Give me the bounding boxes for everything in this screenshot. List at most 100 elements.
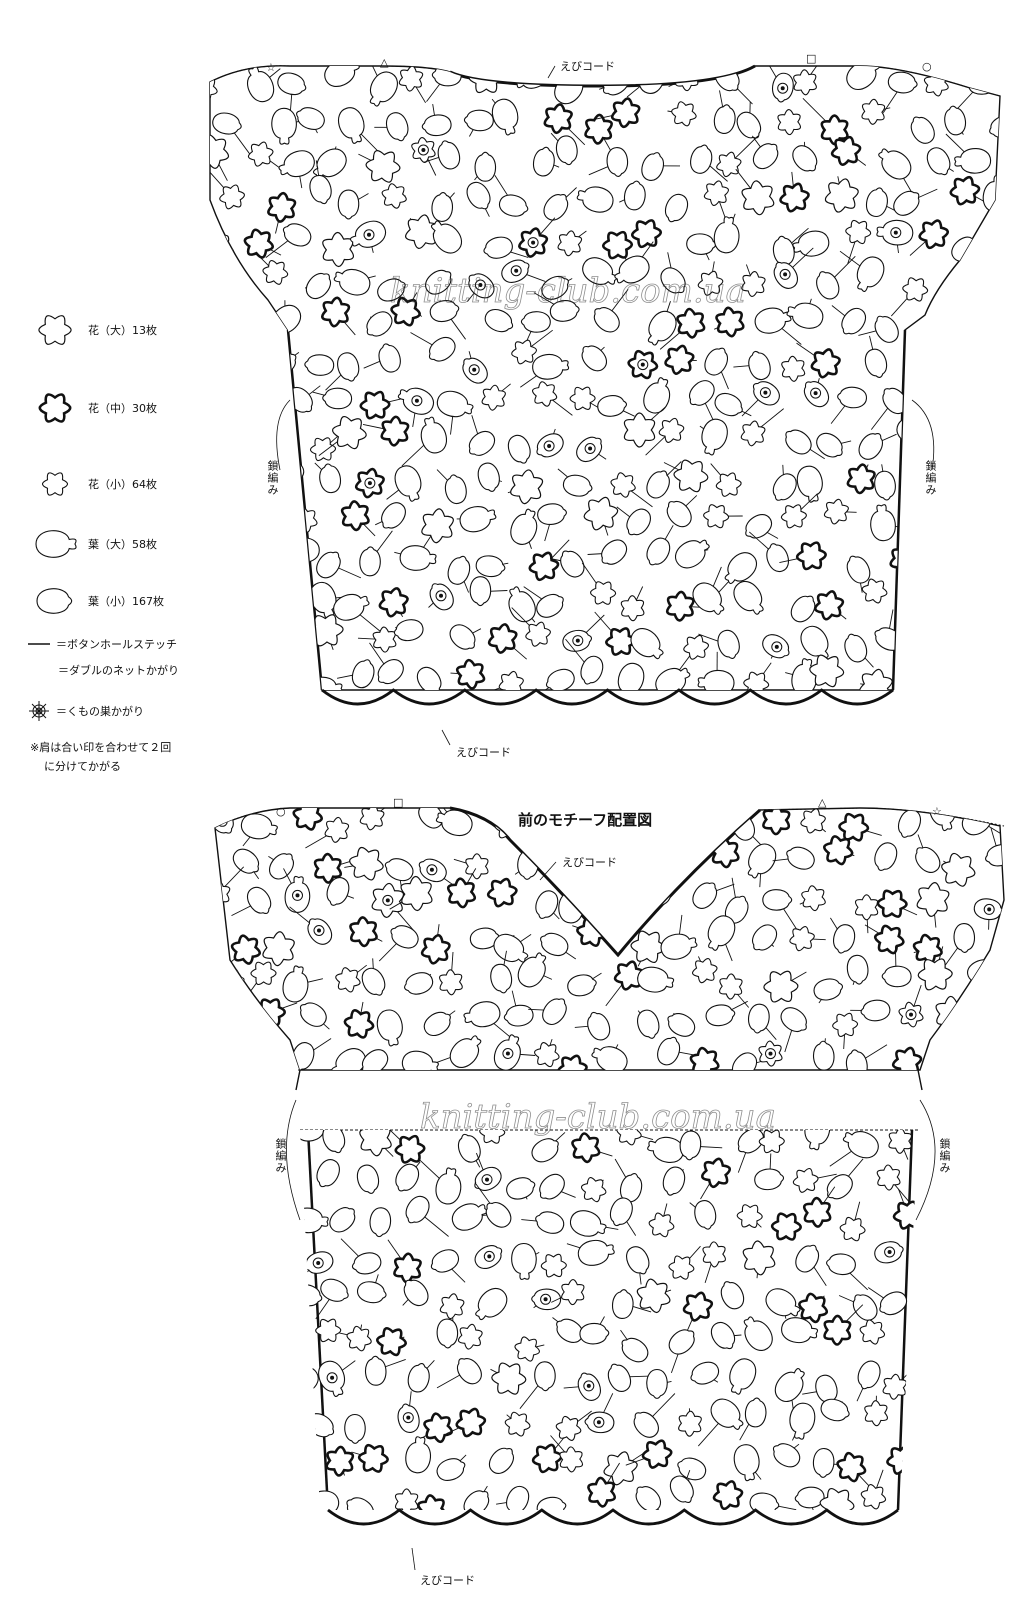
leaf-large bbox=[701, 418, 728, 456]
leaf-small bbox=[337, 352, 360, 382]
flower-large bbox=[349, 846, 384, 881]
leaf-small bbox=[841, 307, 867, 335]
leaf-large bbox=[577, 1239, 615, 1266]
leaf-small bbox=[346, 1497, 374, 1510]
leaf-small bbox=[852, 1294, 878, 1321]
flower-medium bbox=[394, 1134, 426, 1164]
flower-small bbox=[658, 417, 685, 443]
leaf-small bbox=[882, 387, 908, 414]
flower-medium bbox=[571, 1132, 601, 1164]
net-line bbox=[419, 1509, 433, 1510]
net-line bbox=[485, 65, 488, 78]
net-line bbox=[913, 431, 945, 455]
leaf-large bbox=[870, 504, 896, 542]
net-line bbox=[992, 359, 1000, 384]
leaf-small bbox=[887, 71, 918, 94]
leaf-large bbox=[576, 186, 614, 213]
leaf-small bbox=[483, 236, 513, 259]
leaf-small bbox=[646, 537, 671, 566]
flower-medium bbox=[820, 114, 849, 146]
flower-medium bbox=[245, 630, 276, 662]
flower-small bbox=[335, 967, 361, 993]
flower-medium bbox=[891, 1046, 923, 1070]
net-line bbox=[959, 542, 975, 556]
flower-small bbox=[540, 1253, 567, 1278]
leaf-small bbox=[717, 629, 740, 660]
flower-medium bbox=[576, 917, 607, 947]
net-line bbox=[951, 280, 959, 285]
flower-small bbox=[346, 1325, 372, 1352]
flower-medium-icon bbox=[38, 393, 72, 423]
net-line bbox=[210, 454, 215, 484]
net-line bbox=[210, 254, 231, 284]
leaf-small bbox=[846, 954, 869, 985]
leaf-small bbox=[965, 73, 996, 95]
flower-small bbox=[823, 498, 849, 525]
leaf-small bbox=[365, 1355, 387, 1386]
front-chain-label-right: 鎖編み bbox=[938, 1138, 951, 1174]
leaf-small bbox=[457, 1133, 481, 1163]
leaf-small bbox=[794, 1486, 825, 1509]
leaf-small bbox=[874, 627, 903, 651]
flower-medium bbox=[770, 1212, 802, 1241]
flower-medium bbox=[587, 1476, 617, 1508]
leaf-small bbox=[816, 432, 843, 458]
leaf-small bbox=[963, 539, 986, 570]
leaf-small bbox=[626, 508, 651, 536]
leaf-small bbox=[713, 104, 736, 134]
front-neck-cord-label: えびコード bbox=[562, 856, 617, 869]
leaf-small bbox=[344, 1413, 366, 1444]
leaf-small bbox=[909, 582, 934, 611]
leaf-small bbox=[463, 109, 494, 132]
flower-medium bbox=[531, 1443, 563, 1474]
flower-small bbox=[697, 270, 724, 296]
leaf-small bbox=[679, 1130, 702, 1161]
leaf-small bbox=[291, 1042, 315, 1070]
leaf-large bbox=[614, 255, 650, 284]
leaf-small bbox=[944, 105, 966, 136]
leaf-small bbox=[976, 1037, 1000, 1067]
legend-label: ＝ボタンホールステッチ bbox=[56, 638, 177, 651]
leaf-small bbox=[351, 659, 375, 689]
legend-row-double-net: ＝ダブルのネットかがり bbox=[52, 662, 179, 678]
leaf-small bbox=[710, 1321, 735, 1350]
page-title: 前のモチーフ配置図 bbox=[518, 811, 652, 829]
net-line bbox=[926, 405, 930, 420]
flower-small-icon bbox=[41, 472, 69, 496]
leaf-large bbox=[911, 672, 938, 691]
leaf-large bbox=[511, 1242, 537, 1280]
leaf-large bbox=[674, 539, 710, 569]
flower-medium bbox=[912, 933, 943, 965]
flower-small bbox=[479, 1130, 506, 1144]
flower-small bbox=[719, 973, 743, 1000]
leaf-large bbox=[459, 506, 497, 533]
flower-large bbox=[742, 1240, 776, 1276]
flower-small bbox=[789, 926, 815, 952]
leaf-small bbox=[549, 300, 580, 322]
spiderweb-mark bbox=[593, 1416, 605, 1428]
flower-medium bbox=[682, 1291, 714, 1322]
leaf-large bbox=[227, 415, 258, 449]
net-line bbox=[923, 676, 930, 690]
flower-small bbox=[620, 595, 645, 622]
spiderweb-mark bbox=[216, 815, 228, 827]
leaf-large bbox=[510, 508, 538, 545]
front-hem-cord-leader bbox=[411, 1547, 416, 1571]
leaf-small bbox=[485, 1201, 512, 1228]
leaf-large bbox=[796, 465, 823, 503]
back-chain-label-right: 鎖編み bbox=[924, 460, 937, 496]
flower-medium bbox=[889, 544, 919, 576]
leaf-small bbox=[579, 1322, 610, 1345]
leaf-small bbox=[449, 624, 476, 650]
net-line bbox=[990, 272, 1000, 294]
net-line bbox=[235, 998, 246, 1018]
flower-small bbox=[247, 141, 274, 167]
flower-small bbox=[861, 578, 888, 604]
leaf-large bbox=[451, 1203, 488, 1231]
flower-medium bbox=[601, 230, 634, 260]
leaf-small bbox=[305, 272, 332, 299]
leaf-small bbox=[210, 390, 229, 412]
flower-large bbox=[916, 882, 950, 917]
leaf-large bbox=[376, 1009, 403, 1047]
leaf-small bbox=[580, 655, 604, 685]
